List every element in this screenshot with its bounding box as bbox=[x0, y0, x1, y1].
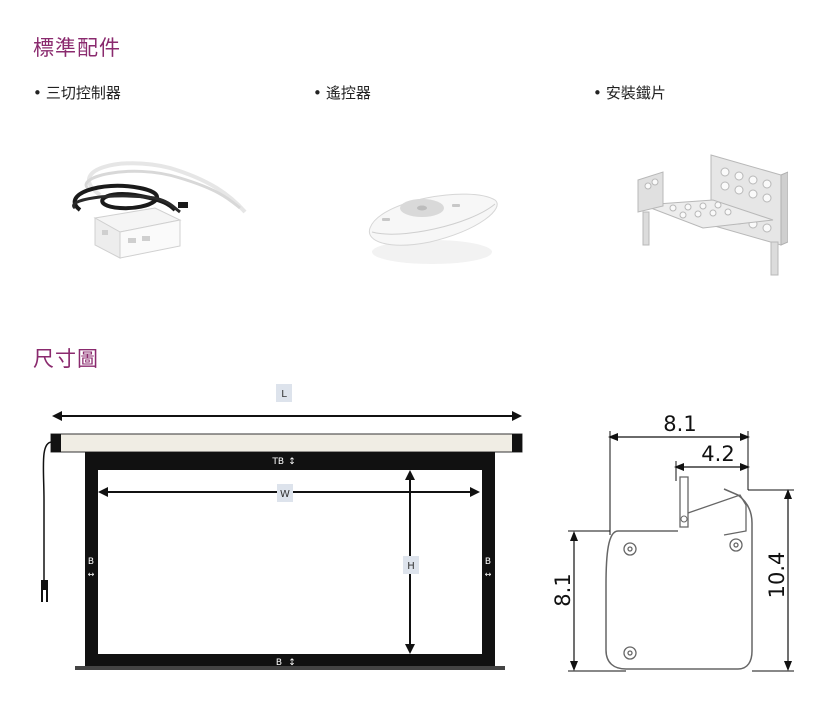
screen-dimension-diagram: L TB ↕ W H B ↔ B ↔ B ↕ bbox=[41, 384, 523, 670]
remote-image bbox=[368, 193, 498, 264]
left-height-dimension: 8.1 bbox=[551, 573, 575, 606]
bottom-border-label: B bbox=[276, 658, 282, 668]
accessory-label-controller: •三切控制器 bbox=[33, 82, 121, 103]
bottom-border-arrow-icon: ↕ bbox=[288, 658, 296, 668]
width-label: W bbox=[280, 489, 290, 500]
bullet: • bbox=[593, 84, 602, 102]
left-border-label: B bbox=[88, 557, 94, 567]
accessory-label-bracket: •安裝鐵片 bbox=[593, 82, 666, 103]
accessories-title: 標準配件 bbox=[33, 36, 121, 60]
accessory-name: 三切控制器 bbox=[45, 84, 121, 102]
right-height-dimension: 10.4 bbox=[765, 552, 789, 599]
bullet: • bbox=[313, 84, 322, 102]
right-border-label: B bbox=[485, 557, 491, 567]
height-label: H bbox=[407, 561, 415, 572]
accessory-label-remote: •遙控器 bbox=[313, 82, 371, 103]
housing-dimension-diagram: 8.1 4.2 8.1 10.4 bbox=[551, 412, 794, 672]
right-border-arrow-icon: ↔ bbox=[485, 570, 492, 579]
bracket-image bbox=[637, 154, 788, 276]
top-border-label: TB bbox=[271, 457, 284, 467]
controller-image bbox=[72, 161, 247, 259]
plug-icon bbox=[41, 580, 48, 590]
length-label: L bbox=[281, 389, 287, 400]
accessory-name: 遙控器 bbox=[325, 84, 371, 102]
bullet: • bbox=[33, 84, 42, 102]
inner-width-dimension: 4.2 bbox=[701, 442, 734, 466]
dimensions-title: 尺寸圖 bbox=[33, 347, 99, 371]
top-width-dimension: 8.1 bbox=[663, 412, 696, 436]
tb-arrow-icon: ↕ bbox=[288, 457, 296, 467]
left-border-arrow-icon: ↔ bbox=[88, 570, 95, 579]
accessory-name: 安裝鐵片 bbox=[605, 84, 666, 102]
